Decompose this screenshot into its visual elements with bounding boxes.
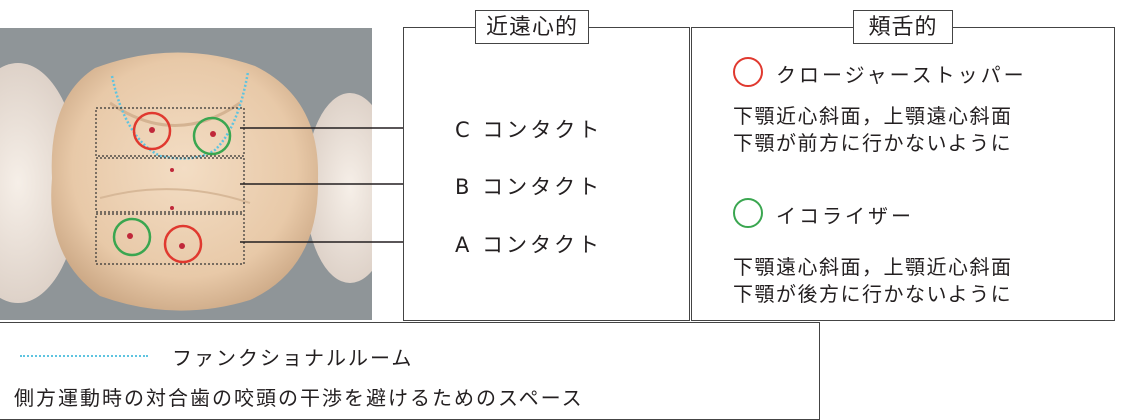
mesiodistal-title: 近遠心的 bbox=[475, 10, 589, 44]
contact-c-label: C コンタクト bbox=[455, 114, 602, 144]
closure-stopper-line-1: 下顎近心斜面，上顎遠心斜面 bbox=[733, 103, 1013, 130]
closure-stopper-description: 下顎近心斜面，上顎遠心斜面 下顎が前方に行かないように bbox=[733, 103, 1013, 157]
functional-room-legend-line bbox=[20, 355, 148, 357]
contact-b-label: B コンタクト bbox=[455, 171, 602, 201]
closure-stopper-line-2: 下顎が前方に行かないように bbox=[733, 130, 1013, 157]
equalizer-line-1: 下顎遠心斜面，上顎近心斜面 bbox=[733, 254, 1013, 281]
contact-a-label: A コンタクト bbox=[455, 229, 602, 259]
equalizer-legend-icon bbox=[733, 198, 763, 228]
equalizer-line-2: 下顎が後方に行かないように bbox=[733, 281, 1013, 308]
buccolingual-title: 頬舌的 bbox=[853, 10, 953, 44]
functional-room-name: ファンクショナルルーム bbox=[172, 342, 413, 371]
closure-stopper-name: クロージャーストッパー bbox=[776, 59, 1027, 88]
equalizer-description: 下顎遠心斜面，上顎近心斜面 下顎が後方に行かないように bbox=[733, 254, 1013, 308]
closure-stopper-legend-icon bbox=[733, 57, 763, 87]
equalizer-name: イコライザー bbox=[776, 200, 914, 229]
functional-room-description: 側方運動時の対合歯の咬頭の干渉を避けるためのスペース bbox=[14, 382, 584, 411]
